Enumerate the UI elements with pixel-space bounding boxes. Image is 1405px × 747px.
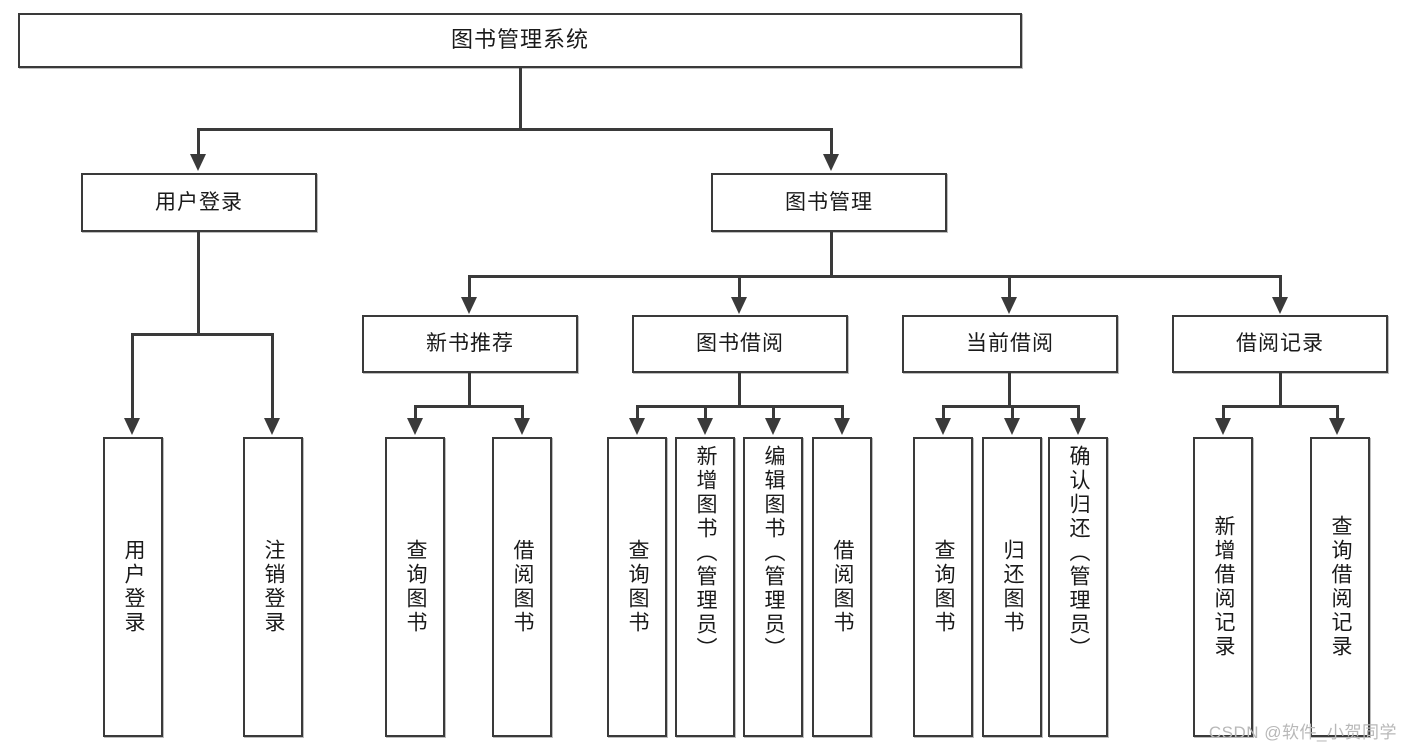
connector-current-borrow-stem [1008,373,1011,407]
connector-user-login-stem [197,232,200,335]
connector-root-to-user-login [197,128,200,156]
connector-current-borrow-bus [942,405,1078,408]
connector-current-borrow-drop-2 [1011,405,1014,420]
connector-user-login-bus [131,333,273,336]
connector-book-manage-drop-4 [1279,275,1282,299]
node-new-book-recommend[interactable]: 新书推荐 [362,315,578,373]
leaf-borrow-record-add[interactable]: 新增借阅记录 [1193,437,1253,737]
leaf-label: 查询图书 [932,539,956,635]
connector-current-borrow-drop-1 [942,405,945,420]
leaf-book-borrow-edit[interactable]: 编辑图书（管理员） [743,437,803,737]
arrow-book-manage-to-new-book [461,297,477,314]
connector-book-borrow-drop-2 [704,405,707,420]
connector-book-manage-drop-3 [1008,275,1011,299]
connector-root-bus [197,128,833,131]
connector-book-borrow-bus [636,405,844,408]
arrow-new-book-leaf-1 [407,418,423,435]
leaf-label: 注销登录 [262,539,286,635]
arrow-borrow-record-leaf-2 [1329,418,1345,435]
connector-book-borrow-stem [738,373,741,407]
connector-root-to-book-manage [830,128,833,156]
connector-new-book-stem [468,373,471,407]
arrow-book-borrow-leaf-3 [765,418,781,435]
leaf-current-borrow-return[interactable]: 归还图书 [982,437,1042,737]
connector-new-book-bus [414,405,524,408]
connector-borrow-record-drop-1 [1222,405,1225,420]
arrow-book-borrow-leaf-1 [629,418,645,435]
node-borrow-record[interactable]: 借阅记录 [1172,315,1388,373]
arrow-current-borrow-leaf-3 [1070,418,1086,435]
connector-borrow-record-bus [1222,405,1339,408]
arrow-user-login-leaf-2 [264,418,280,435]
node-label: 新书推荐 [426,332,514,356]
leaf-label: 新增借阅记录 [1212,515,1236,659]
arrow-book-borrow-leaf-2 [697,418,713,435]
node-current-borrow[interactable]: 当前借阅 [902,315,1118,373]
connector-book-manage-drop-2 [738,275,741,299]
leaf-book-borrow-lend[interactable]: 借阅图书 [812,437,872,737]
connector-borrow-record-stem [1279,373,1282,407]
leaf-label: 新增图书（管理员） [694,445,718,661]
connector-borrow-record-drop-2 [1336,405,1339,420]
leaf-label: 编辑图书（管理员） [762,445,786,661]
connector-book-manage-bus [468,275,1282,278]
node-book-borrow[interactable]: 图书借阅 [632,315,848,373]
connector-user-login-drop-1 [131,333,134,420]
node-root-system[interactable]: 图书管理系统 [18,13,1022,68]
node-label: 当前借阅 [966,332,1054,356]
arrow-current-borrow-leaf-2 [1004,418,1020,435]
leaf-label: 借阅图书 [511,539,535,635]
leaf-user-login-signout[interactable]: 注销登录 [243,437,303,737]
connector-current-borrow-drop-3 [1077,405,1080,420]
node-book-management[interactable]: 图书管理 [711,173,947,232]
leaf-label: 确认归还（管理员） [1067,445,1091,661]
leaf-book-borrow-query[interactable]: 查询图书 [607,437,667,737]
node-label: 图书借阅 [696,332,784,356]
connector-book-borrow-drop-1 [636,405,639,420]
leaf-current-borrow-query[interactable]: 查询图书 [913,437,973,737]
leaf-label: 查询图书 [626,539,650,635]
connector-book-manage-stem [830,232,833,277]
leaf-label: 借阅图书 [831,539,855,635]
leaf-label: 查询图书 [404,539,428,635]
connector-new-book-drop-2 [521,405,524,420]
leaf-current-borrow-confirm[interactable]: 确认归还（管理员） [1048,437,1108,737]
arrow-new-book-leaf-2 [514,418,530,435]
connector-new-book-drop-1 [414,405,417,420]
leaf-book-borrow-add[interactable]: 新增图书（管理员） [675,437,735,737]
connector-book-borrow-drop-4 [841,405,844,420]
arrow-current-borrow-leaf-1 [935,418,951,435]
arrow-user-login-leaf-1 [124,418,140,435]
connector-root-stem [519,68,522,130]
watermark-text: CSDN @软件_小贺同学 [1208,723,1397,742]
node-user-login[interactable]: 用户登录 [81,173,317,232]
leaf-label: 用户登录 [122,539,146,635]
node-label: 图书管理 [785,190,873,214]
leaf-borrow-record-query[interactable]: 查询借阅记录 [1310,437,1370,737]
arrow-book-manage-to-record [1272,297,1288,314]
leaf-label: 查询借阅记录 [1329,515,1353,659]
arrow-book-manage-to-current [1001,297,1017,314]
node-label: 借阅记录 [1236,332,1324,356]
arrow-book-manage-to-borrow [731,297,747,314]
leaf-new-book-query[interactable]: 查询图书 [385,437,445,737]
connector-book-manage-drop-1 [468,275,471,299]
arrow-borrow-record-leaf-1 [1215,418,1231,435]
arrow-book-borrow-leaf-4 [834,418,850,435]
node-label: 用户登录 [155,190,243,214]
connector-book-borrow-drop-3 [772,405,775,420]
leaf-user-login-signin[interactable]: 用户登录 [103,437,163,737]
node-label: 图书管理系统 [450,27,589,53]
leaf-label: 归还图书 [1001,539,1025,635]
arrow-root-to-book-manage [823,154,839,171]
arrow-root-to-user-login [190,154,206,171]
connector-user-login-drop-2 [271,333,274,420]
leaf-new-book-borrow[interactable]: 借阅图书 [492,437,552,737]
